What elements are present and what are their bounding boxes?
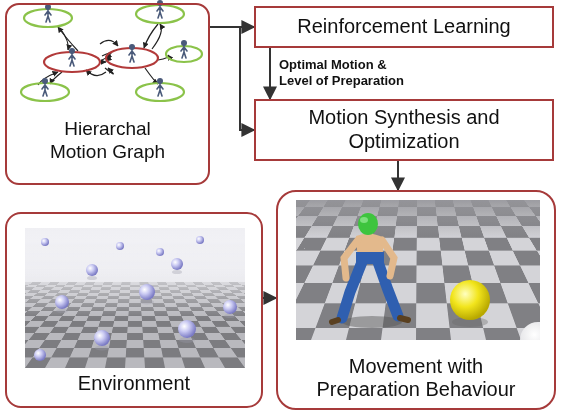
node-label: Environment	[78, 372, 190, 396]
horizon-shade	[296, 200, 540, 240]
connector-arrow	[210, 27, 254, 130]
environment-panel: Environment	[5, 212, 263, 408]
character-scene	[332, 213, 540, 340]
node-label: Motion Synthesis and Optimization	[274, 106, 534, 153]
process-box: Motion Synthesis and Optimization	[254, 99, 554, 161]
graph-panel: Hierarchal Motion Graph	[5, 3, 210, 185]
node-label: Movement with Preparation Behaviour	[300, 355, 532, 402]
motion-graph	[21, 1, 202, 101]
connector-arrow	[269, 48, 271, 99]
connector-arrow	[397, 161, 399, 190]
environment-spheres	[34, 236, 237, 361]
node-label: Hierarchal Motion Graph	[38, 118, 178, 163]
edge-label: Optimal Motion & Level of Preparation	[277, 57, 423, 90]
node-label: Reinforcement Learning	[297, 15, 510, 39]
connector-arrow	[263, 297, 276, 299]
result-panel: Movement with Preparation Behaviour	[276, 190, 556, 410]
process-box: Reinforcement Learning	[254, 6, 554, 48]
